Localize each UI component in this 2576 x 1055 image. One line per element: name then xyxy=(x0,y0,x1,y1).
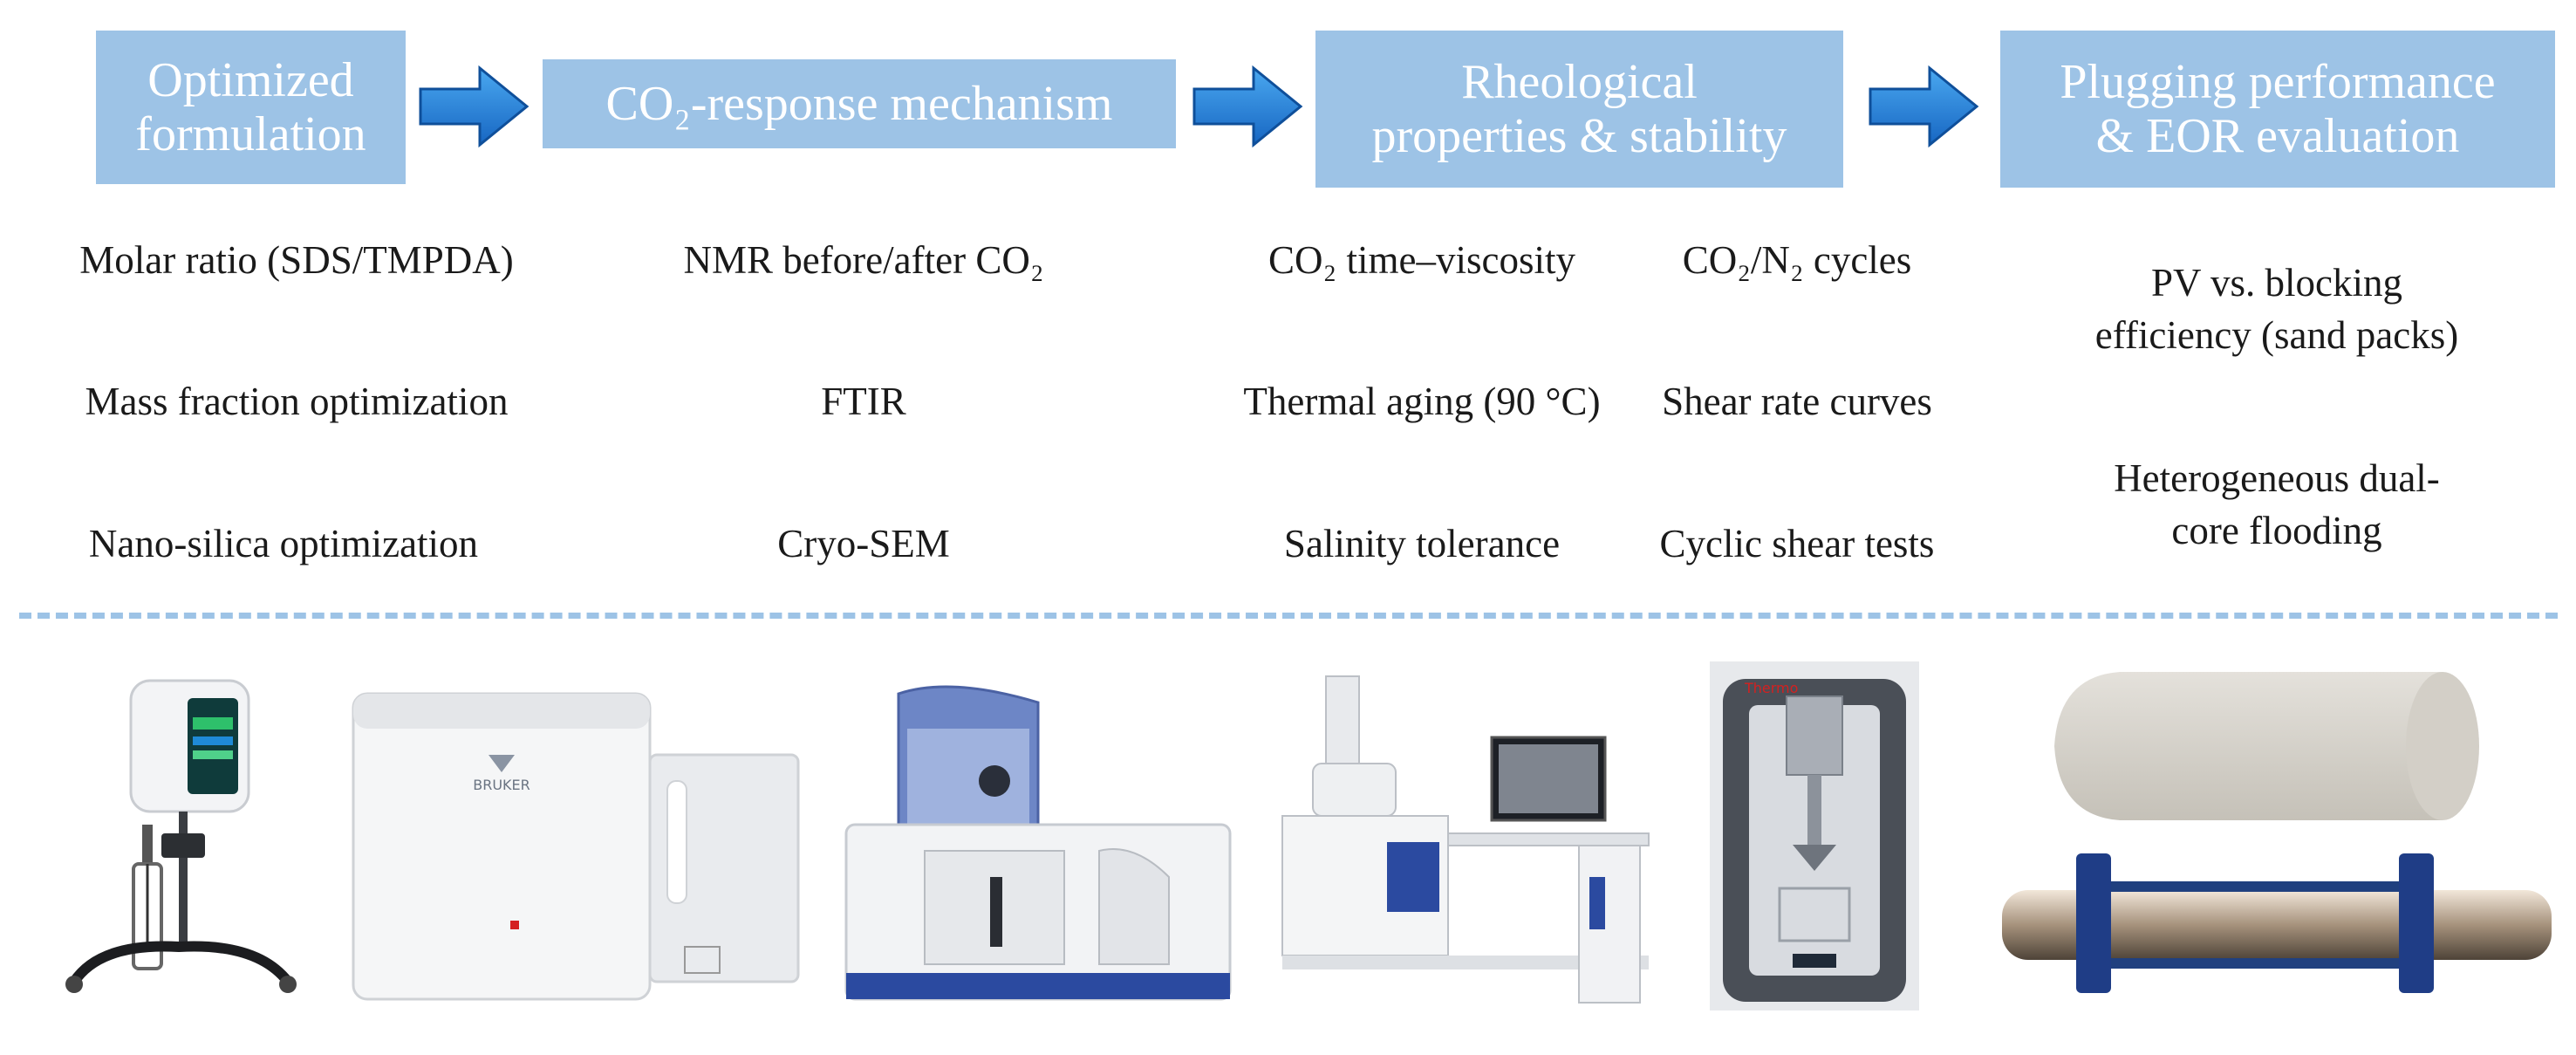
stage-optimized-formulation: Optimized formulation xyxy=(96,31,406,184)
item-mass-fraction: Mass fraction optimization xyxy=(85,380,509,423)
cryo-sem-icon xyxy=(1281,675,1650,1004)
item-line2: efficiency (sand packs) xyxy=(2094,313,2459,357)
item-line1: PV vs. blocking xyxy=(2151,261,2402,305)
item-co2-n2-cycles: CO₂/N₂ cycles xyxy=(1682,238,1912,282)
stage-co2-response: CO₂-response mechanism xyxy=(543,59,1176,148)
dashed-divider xyxy=(19,613,2558,619)
flow-arrow-icon xyxy=(1192,65,1303,148)
stage-label-line2: & EOR evaluation xyxy=(2095,109,2460,163)
stage-plugging-eor: Plugging performance & EOR evaluation xyxy=(2000,31,2555,188)
item-salinity: Salinity tolerance xyxy=(1283,522,1561,565)
svg-text:BRUKER: BRUKER xyxy=(473,777,530,793)
item-line1: Heterogeneous dual- xyxy=(2114,456,2440,500)
item-molar-ratio: Molar ratio (SDS/TMPDA) xyxy=(79,238,514,282)
rheometer-icon: Thermo xyxy=(1710,661,1919,1010)
item-cryo-sem: Cryo-SEM xyxy=(777,522,950,565)
stage-label-line2: properties & stability xyxy=(1371,109,1787,163)
stage-label-line1: Plugging performance xyxy=(2060,55,2496,109)
item-thermal-aging: Thermal aging (90 °C) xyxy=(1243,380,1601,423)
item-pv-blocking: PV vs. blocking efficiency (sand packs) xyxy=(2006,257,2547,361)
item-ftir: FTIR xyxy=(821,380,906,423)
stage-label-line2: formulation xyxy=(135,107,366,161)
stage-label-line1: Optimized xyxy=(147,53,354,107)
item-nano-silica: Nano-silica optimization xyxy=(88,522,479,565)
core-flooding-icon xyxy=(2002,672,2552,993)
item-nmr: NMR before/after CO₂ xyxy=(683,238,1044,282)
item-line2: core flooding xyxy=(2171,509,2382,552)
nmr-spectrometer-icon: BRUKER xyxy=(352,692,800,1001)
item-co2-time-viscosity: CO₂ time–viscosity xyxy=(1268,238,1575,282)
flow-arrow-icon xyxy=(419,65,530,148)
stage-label-line1: CO₂-response mechanism xyxy=(605,77,1113,131)
item-shear-rate: Shear rate curves xyxy=(1662,380,1932,423)
svg-text:Thermo: Thermo xyxy=(1744,680,1798,696)
ftir-spectrometer-icon xyxy=(844,685,1232,1001)
stage-rheological: Rheological properties & stability xyxy=(1315,31,1843,188)
item-cyclic-shear: Cyclic shear tests xyxy=(1659,522,1935,565)
flow-arrow-icon xyxy=(1869,65,1979,148)
stage-label-line1: Rheological xyxy=(1461,55,1698,109)
item-dual-core: Heterogeneous dual- core flooding xyxy=(2006,452,2547,557)
viscometer-icon xyxy=(65,679,297,993)
